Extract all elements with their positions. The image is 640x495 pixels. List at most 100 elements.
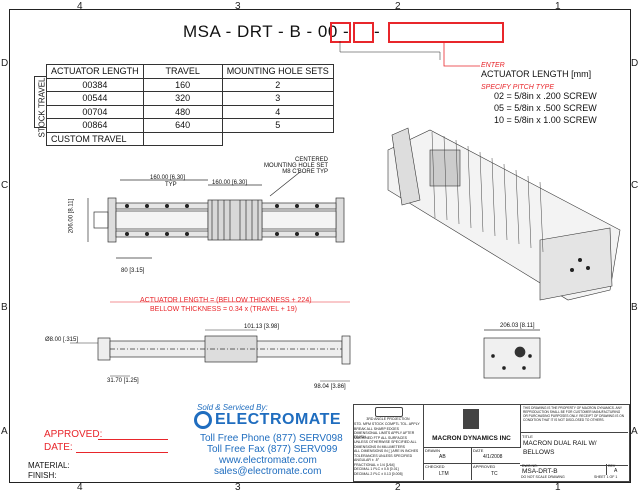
tol-note-9: FRACTIONAL ± 1/4 [1/64] — [354, 462, 395, 467]
drawing-title: MACRON DUAL RAIL W/ BELLOWS — [523, 440, 597, 456]
actuator-length-box[interactable] — [388, 22, 504, 43]
zone-row-d-left: D — [1, 58, 9, 69]
material-label: MATERIAL: — [28, 461, 70, 470]
sheet-note: SHEET 1 OF 1 — [594, 475, 618, 479]
date-cell: DATE 4/1/2008 — [471, 447, 520, 464]
dwg-cell: DWG NO. MSA-DRT-B — [520, 464, 607, 475]
approved-value: TC — [491, 471, 498, 477]
dim-98: 98.04 [3.86] — [314, 384, 346, 390]
part-number-prefix: MSA - DRT - B - 00 - — [183, 22, 350, 41]
pitch-option-10: 10 = 5/8in x 1.00 SCREW — [494, 115, 597, 125]
table-row-custom: CUSTOM TRAVEL — [46, 131, 334, 146]
title-block — [353, 404, 630, 482]
zone-row-b-left: B — [1, 302, 8, 313]
part-number-dash: - — [374, 22, 381, 41]
tol-note-4: UNLESS OTHERWISE SPECIFIED ALL — [354, 440, 417, 444]
tol-note-7: TOLERANCES UNLESS SPECIFIED — [354, 453, 413, 458]
zone-col-1-top: 1 — [555, 1, 561, 12]
dim-diameter-8: Ø8.00 [.315] — [45, 337, 79, 343]
drawing-frame — [9, 9, 631, 483]
zone-col-1-bottom: 1 — [555, 482, 561, 493]
date-line[interactable] — [76, 452, 168, 453]
seller-fax: Toll Free Fax (877) SERV099 — [207, 444, 338, 455]
rev-cell: REV A — [606, 464, 628, 475]
pitch-option-02: 02 = 5/8in x .200 SCREW — [494, 91, 597, 101]
dim-206-end: 206.03 [8.11] — [500, 323, 535, 329]
tol-note-3: MACHINED FTP ALL SURFACES — [354, 435, 407, 440]
dim-160-typ-a: 160.00 [6.30] — [150, 175, 186, 181]
scale-note: DO NOT SCALE DRAWING — [521, 475, 565, 479]
company-name: MACRON DYNAMICS INC — [432, 435, 511, 442]
zone-row-c-left: C — [1, 180, 9, 191]
zone-row-b-right: B — [631, 302, 638, 313]
approved-label-tb: APPROVED — [473, 464, 496, 469]
checked-value: LTM — [439, 471, 449, 477]
zone-col-3-top: 3 — [235, 1, 241, 12]
tol-note-6: ALL DIMENSIONS IN [ ] ARE IN INCHES — [354, 449, 419, 453]
formula-bellow-thickness: BELLOW THICKNESS = 0.34 x (TRAVEL + 19) — [150, 306, 297, 313]
dwg-label: DWG NO. — [522, 464, 538, 468]
drawn-cell: DRAWN AB — [423, 447, 472, 464]
enter-label: ENTER — [481, 62, 505, 69]
date-value: 4/1/2008 — [483, 454, 503, 460]
drawn-value: AB — [439, 454, 446, 460]
seller-email[interactable]: sales@electromate.com — [214, 466, 322, 477]
zone-col-3-bottom: 3 — [235, 482, 241, 493]
company-logo-cell: MACRON DYNAMICS INC — [423, 404, 521, 448]
checked-cell: CHECKED LTM — [423, 463, 472, 480]
dim-typ: TYP — [165, 182, 177, 188]
formula-actuator-length: ACTUATOR LENGTH = (BELLOW THICKNESS + 22… — [140, 297, 312, 304]
checked-label: CHECKED — [425, 464, 445, 469]
tol-note-10: DECIMAL 1 PLC ± 0.5 [0.01] — [354, 467, 399, 471]
date-label-tb: DATE — [473, 448, 484, 453]
pitch-type-box-2[interactable] — [353, 22, 374, 43]
projection-icon — [375, 407, 403, 417]
dwg-value: MSA-DRT-B — [522, 468, 558, 475]
finish-label: FINISH: — [28, 471, 57, 480]
actuator-length-label: ACTUATOR LENGTH [mm] — [481, 69, 592, 79]
cell-holes: 5 — [221, 118, 334, 133]
dim-101: 101.13 [3.98] — [244, 324, 280, 330]
table-header-row: ACTUATOR LENGTH TRAVEL MOUNTING HOLE SET… — [46, 64, 334, 79]
tol-note-5: DIMENSIONS IN MILLIMETERS — [354, 444, 405, 449]
tol-note-11: DECIMAL 2 PLC ± 0.13 [0.005] — [354, 471, 403, 476]
tol-note-2: DIMENSIONAL LIMITS APPLY AFTER FINISH — [354, 431, 415, 439]
actuator-table: ACTUATOR LENGTH TRAVEL MOUNTING HOLE SET… — [46, 64, 334, 146]
electromate-logo-icon — [194, 411, 212, 429]
approved-line[interactable] — [98, 439, 168, 440]
pitch-option-05: 05 = 5/8in x .500 SCREW — [494, 103, 597, 113]
zone-col-2-top: 2 — [395, 1, 401, 12]
title-cell: TITLE MACRON DUAL RAIL W/ BELLOWS — [520, 432, 628, 466]
dim-160-typ-b: 160.00 [6.30] — [212, 180, 248, 186]
dim-80: 80 [3.15] — [121, 268, 145, 274]
confidential-note: THIS DRAWING IS THE PROPERTY OF MACRON D… — [523, 406, 625, 422]
seller-web[interactable]: www.electromate.com — [219, 455, 317, 466]
dim-31: 31.70 [1.25] — [107, 378, 139, 384]
title-label: TITLE — [522, 434, 533, 439]
pitch-type-box[interactable] — [330, 22, 351, 43]
seller-phone: Toll Free Phone (877) SERV098 — [200, 433, 343, 444]
cell-custom-empty — [142, 131, 223, 146]
date-label: DATE: — [44, 442, 73, 453]
rev-value: A — [614, 468, 618, 474]
zone-col-4-top: 4 — [77, 1, 83, 12]
table-row: 00704 480 4 — [46, 104, 334, 119]
sold-by-label: Sold & Serviced By: — [197, 403, 268, 412]
tol-note-1: BREAK ALL SHARP EDGES — [354, 426, 399, 431]
stock-travel-bracket — [34, 76, 47, 128]
macron-logo-icon — [463, 409, 479, 429]
table-row: 00864 640 5 — [46, 118, 334, 133]
zone-row-a-right: A — [631, 426, 638, 437]
electromate-brand: ELECTROMATE — [215, 411, 342, 428]
approved-label: APPROVED: — [44, 429, 103, 440]
zone-col-2-bottom: 2 — [395, 482, 401, 493]
approved-cell: APPROVED TC — [471, 463, 520, 480]
projection-label: 3RD ANGLE PROJECTION — [366, 417, 410, 421]
zone-row-a-left: A — [1, 426, 8, 437]
drawn-label: DRAWN — [425, 448, 440, 453]
